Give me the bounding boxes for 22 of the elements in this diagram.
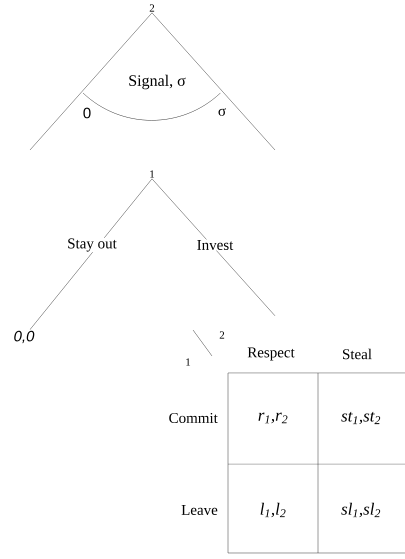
player-number: 1 xyxy=(186,358,190,366)
tree-branch xyxy=(152,12,276,150)
edge-label: Stay out xyxy=(66,238,118,252)
tree-branch xyxy=(30,12,152,150)
edge-label: Invest xyxy=(196,240,234,250)
player-number: 2 xyxy=(150,4,154,12)
payoff-cell: r$_{1}$,r$_{2}$ xyxy=(258,412,288,424)
payoff-cell: sl$_{1}$,sl$_{2}$ xyxy=(341,502,380,518)
branch-label: σ xyxy=(217,108,227,116)
payoff-cell: st$_{1}$,st$_{2}$ xyxy=(341,412,380,424)
branch-label: 0 xyxy=(82,107,92,119)
row-label: Commit xyxy=(169,412,218,424)
player-number: 2 xyxy=(220,331,224,339)
column-label: Steal xyxy=(343,348,372,360)
row-label: Leave xyxy=(182,505,218,515)
player-number: 1 xyxy=(150,170,154,178)
branch-label: Signal, σ xyxy=(128,74,186,90)
payoff-cell: l$_{1}$,l$_{2}$ xyxy=(260,502,286,518)
column-label: Respect xyxy=(248,348,295,360)
tree-branch xyxy=(30,178,152,330)
tree-branch xyxy=(152,178,276,316)
payoff-label: 0,0 xyxy=(14,330,34,344)
